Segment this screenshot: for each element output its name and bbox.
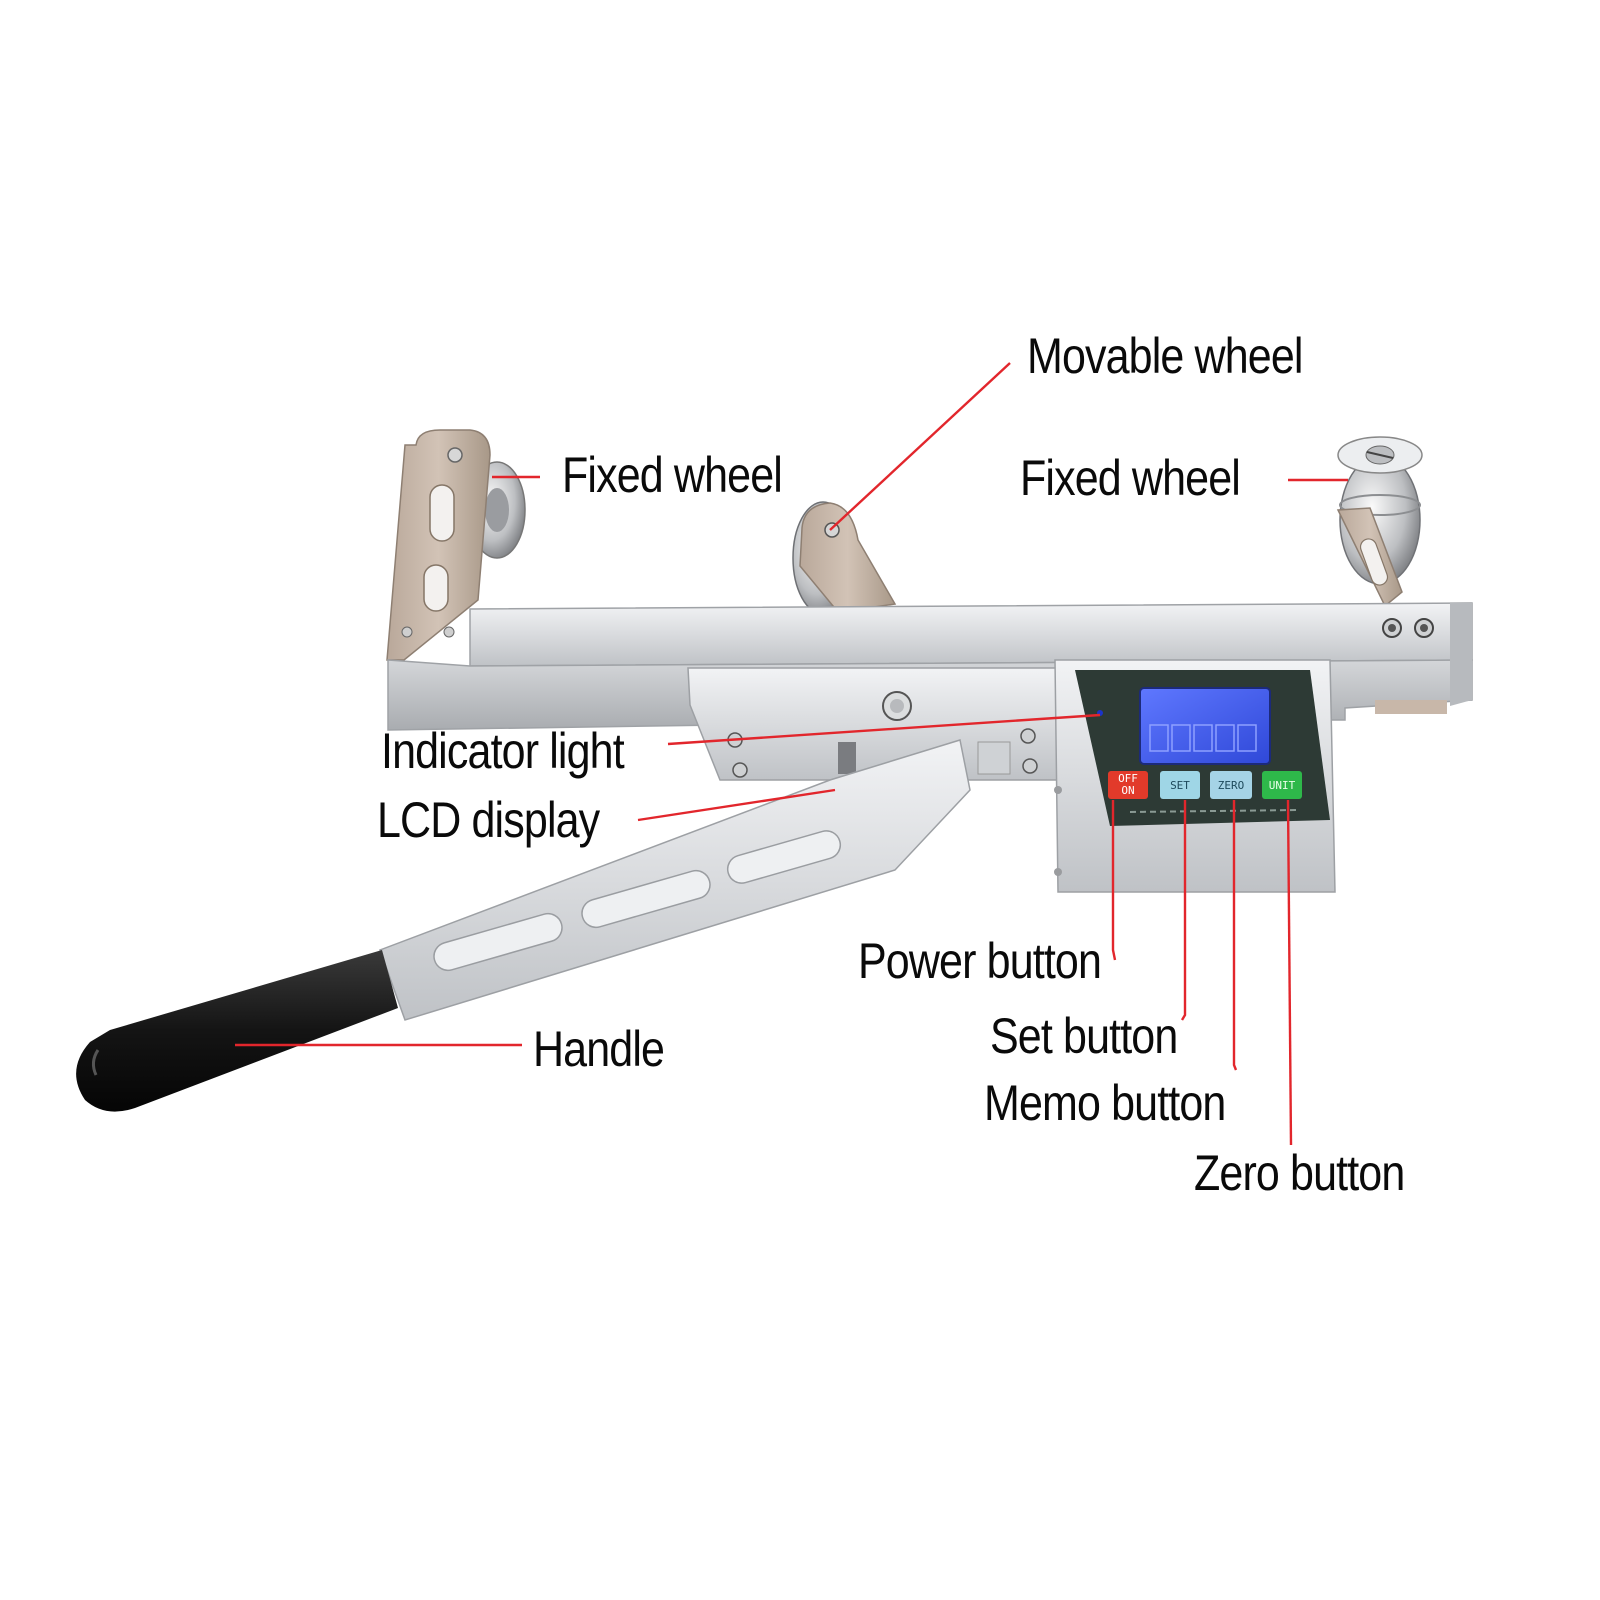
callout-labels: Movable wheel Fixed wheel Fixed wheel In… [377, 328, 1405, 1201]
label-memo-button: Memo button [984, 1075, 1225, 1131]
label-indicator-light: Indicator light [381, 723, 625, 779]
label-zero-button: Zero button [1194, 1145, 1404, 1201]
label-power-button: Power button [858, 933, 1101, 989]
lcd-digits [1149, 724, 1257, 752]
lever-arm [379, 739, 971, 1021]
leader-zero-button [1286, 799, 1293, 1146]
control-box: OFF ON SET ZERO UNIT [1054, 659, 1336, 893]
leader-movable-wheel [829, 362, 1011, 531]
label-lcd-display: LCD display [377, 792, 601, 848]
label-fixed-wheel-left: Fixed wheel [562, 447, 782, 503]
leader-memo-button [1232, 800, 1238, 1071]
zero-key[interactable] [1210, 771, 1252, 799]
handle-grip [76, 950, 398, 1112]
center-block [687, 667, 1059, 781]
fixed-wheel-left [386, 429, 526, 661]
leader-indicator-light [667, 713, 1101, 746]
movable-wheel [792, 501, 897, 615]
set-key-label: SET [1170, 779, 1190, 792]
unit-key[interactable] [1262, 771, 1302, 799]
leader-lines [235, 362, 1348, 1146]
leader-power-button [1111, 800, 1117, 961]
label-fixed-wheel-right: Fixed wheel [1020, 450, 1240, 506]
power-key-label-2: ON [1121, 784, 1134, 797]
label-handle: Handle [533, 1021, 664, 1077]
fixed-wheel-right [1336, 436, 1423, 608]
power-key[interactable] [1108, 771, 1148, 799]
label-set-button: Set button [990, 1008, 1177, 1064]
panel-maker-text [1129, 809, 1301, 813]
set-key[interactable] [1160, 771, 1200, 799]
label-movable-wheel: Movable wheel [1027, 328, 1303, 384]
zero-key-label: ZERO [1218, 779, 1245, 792]
power-key-label: OFF [1118, 772, 1138, 785]
leader-set-button [1180, 800, 1187, 1021]
unit-key-label: UNIT [1269, 779, 1296, 792]
lcd-screen [1139, 687, 1271, 765]
leader-lcd-display [637, 788, 836, 822]
